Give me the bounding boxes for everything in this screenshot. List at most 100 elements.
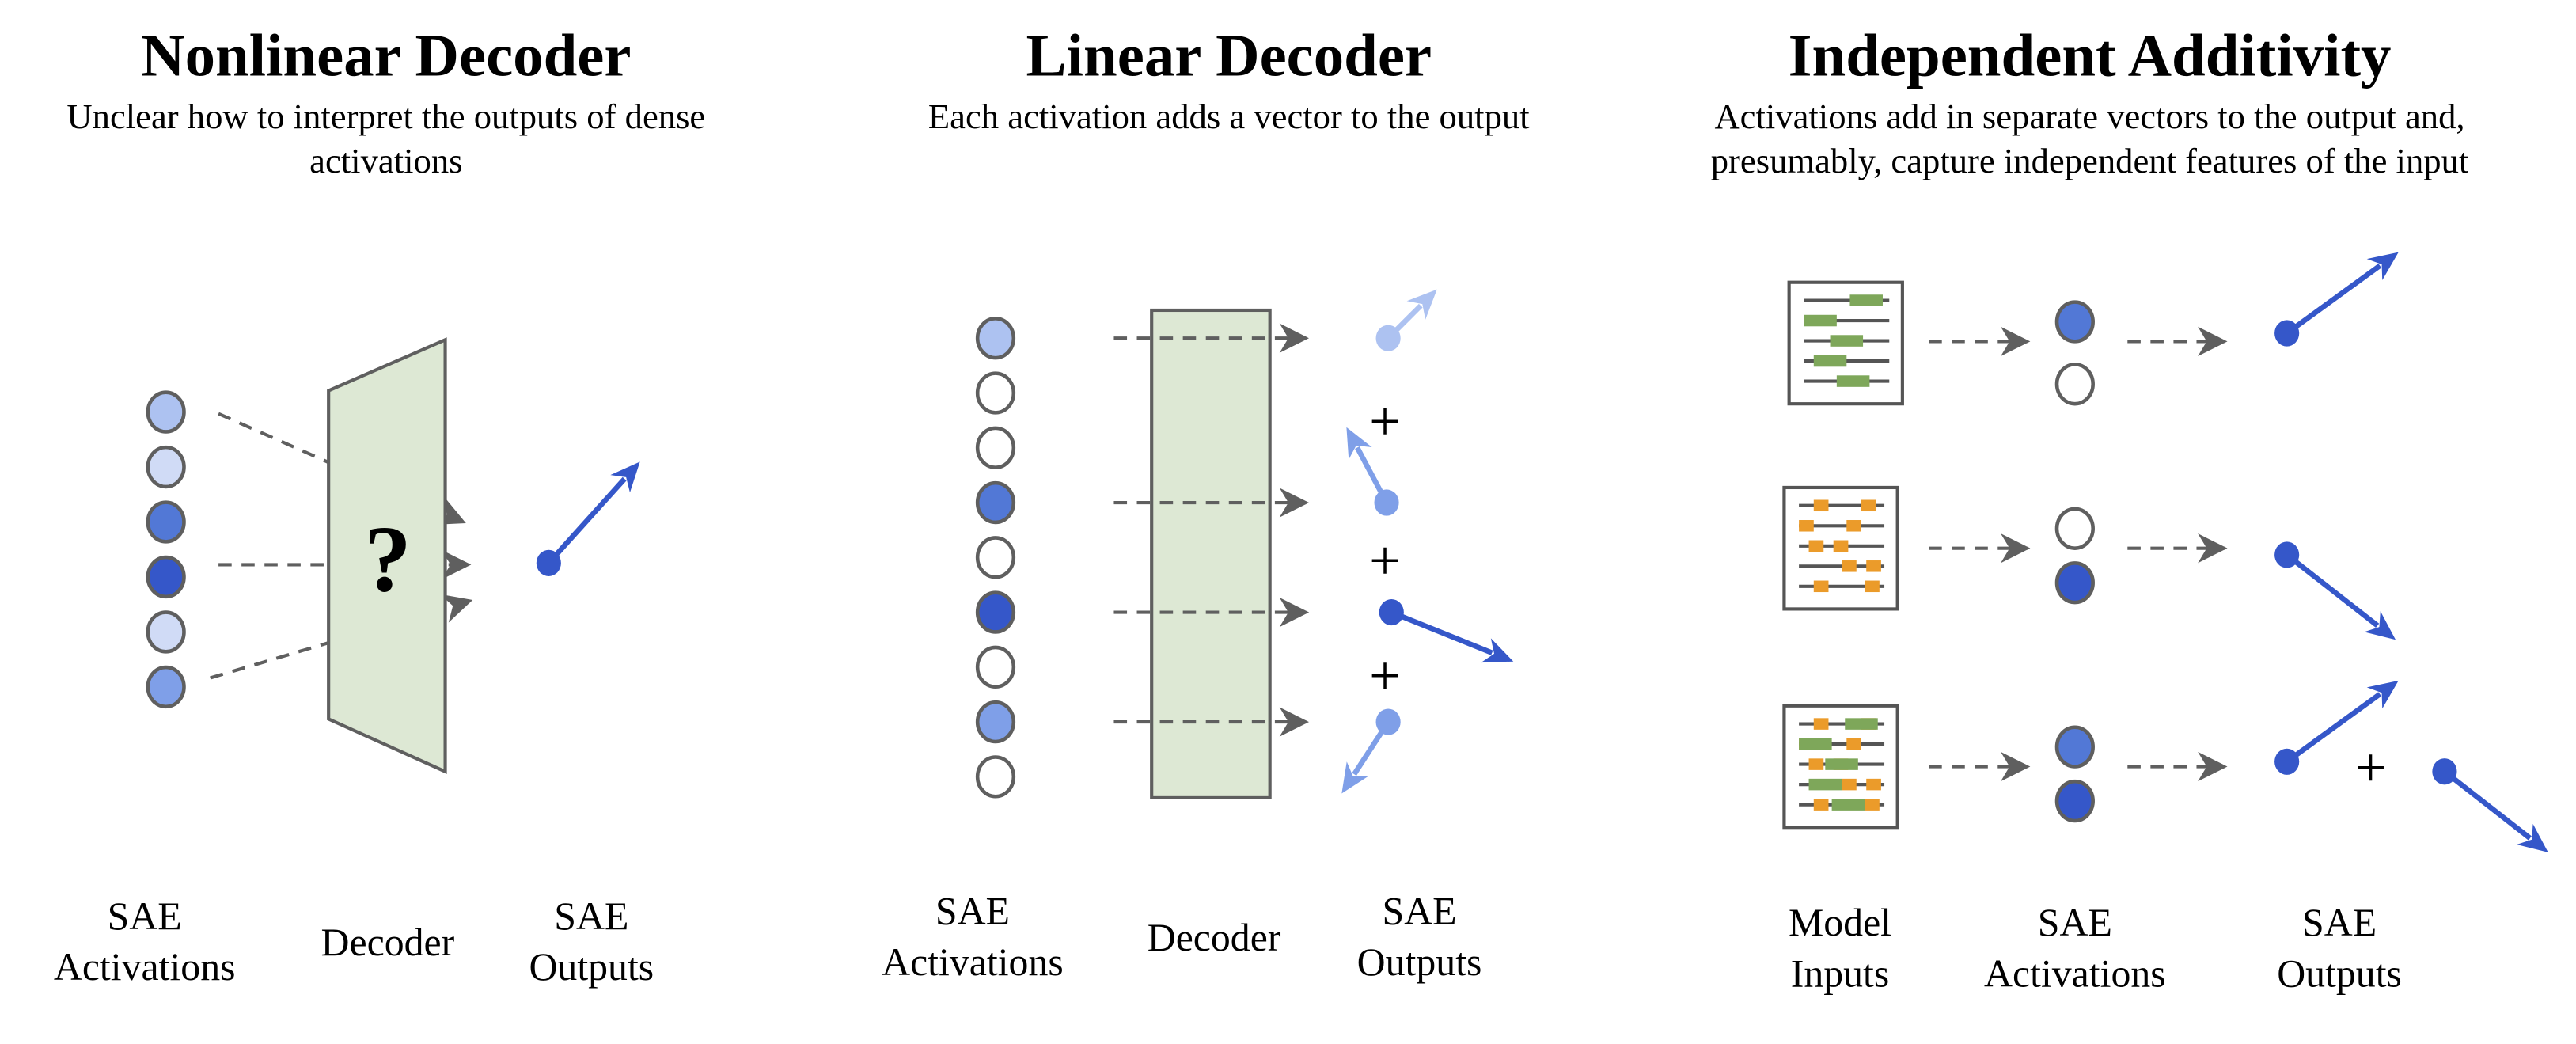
feature-highlight-green (1825, 758, 1858, 770)
feature-highlight-orange (1866, 560, 1881, 572)
panel-nonlinear-decoder: Nonlinear Decoder Unclear how to interpr… (54, 21, 705, 989)
label-model-inputs: Inputs (1791, 951, 1890, 995)
feature-highlight-green (1804, 314, 1837, 327)
feature-highlight-orange (1808, 758, 1824, 770)
feature-highlight-orange (1865, 799, 1880, 811)
feature-highlight-green (1830, 335, 1864, 347)
panel-linear-decoder: Linear Decoder Each activation adds a ve… (882, 21, 1530, 983)
activation-column (975, 317, 1016, 799)
feature-highlight-orange (1842, 778, 1857, 791)
decoder-nonlinear-shape (327, 337, 447, 774)
label-sae-outputs: SAE (1383, 890, 1457, 933)
label-sae-activations: SAE (935, 890, 1010, 933)
activation-node-faint (146, 610, 186, 654)
output-vector (1379, 598, 1514, 663)
arrowhead-icon (610, 461, 640, 493)
label-sae-activations: SAE (2038, 901, 2112, 944)
document-input-icon (1787, 280, 1904, 406)
output-vector (1341, 708, 1401, 794)
column-labels: Model Inputs SAE Activations SAE Outputs (1789, 901, 2402, 995)
vector-origin-dot (1379, 598, 1404, 626)
example-row: + (1782, 680, 2548, 852)
feature-highlight-orange (1865, 580, 1880, 593)
vector-origin-dot (1375, 325, 1401, 351)
feature-highlight-orange (1833, 540, 1849, 552)
vector-shaft (2285, 692, 2382, 764)
activation-node-none (975, 371, 1016, 415)
label-decoder: Decoder (321, 921, 455, 964)
example-row (1787, 252, 2399, 406)
arrowhead-icon (1341, 761, 1369, 794)
vector-shaft (2285, 552, 2380, 628)
document-input-icon (1782, 704, 1899, 830)
feature-highlight-orange (1813, 499, 1829, 512)
label-sae-outputs: Outputs (1357, 940, 1482, 984)
activation-node-none (975, 426, 1016, 469)
activation-node-none (975, 755, 1016, 799)
activation-node-strong (146, 500, 186, 544)
feature-highlight-green (1845, 718, 1878, 730)
activation-node-medium (975, 700, 1016, 744)
output-vector (1375, 289, 1437, 351)
vector-origin-dot (2274, 541, 2300, 568)
output-vector (1346, 427, 1399, 516)
activation-node-max (2054, 561, 2095, 605)
output-vector (2432, 758, 2548, 852)
arrowhead-icon (2364, 611, 2396, 640)
vector-shaft (546, 476, 627, 565)
panel-subtitle-line: presumably, capture independent features… (1711, 141, 2469, 180)
label-sae-outputs: SAE (554, 894, 628, 938)
activation-node-strong (975, 480, 1016, 525)
panel-subtitle-line: Unclear how to interpret the outputs of … (66, 97, 705, 136)
plus-icon: + (2355, 737, 2387, 799)
label-sae-outputs: Outputs (529, 945, 654, 989)
example-row (1782, 485, 2396, 640)
arrowhead-icon (1406, 289, 1437, 320)
activation-node-none (975, 645, 1016, 689)
feature-highlight-green (1808, 778, 1842, 791)
label-sae-activations: Activations (1984, 951, 2166, 995)
feature-highlight-orange (1846, 520, 1861, 532)
activation-node-faint (146, 445, 186, 489)
output-vector (2274, 252, 2399, 347)
activation-node-max (146, 555, 186, 599)
feature-highlight-orange (1866, 778, 1881, 791)
document-frame (1782, 485, 1899, 611)
vector-shaft (2442, 769, 2532, 841)
label-sae-outputs: Outputs (2277, 951, 2402, 995)
arrowhead-icon (1346, 427, 1372, 460)
activation-node-strong (2054, 300, 2095, 344)
feature-highlight-orange (1813, 799, 1829, 811)
output-vector-group (536, 461, 640, 576)
label-model-inputs: Model (1789, 901, 1891, 944)
column-labels: SAE Activations Decoder SAE Outputs (882, 890, 1481, 984)
plus-icon: + (1369, 530, 1401, 592)
vector-origin-dot (2274, 748, 2300, 775)
panel-title: Independent Additivity (1789, 21, 2392, 89)
vector-shaft (2285, 263, 2382, 336)
feature-highlight-orange (1846, 738, 1861, 750)
label-sae-activations: Activations (882, 940, 1064, 984)
plus-signs: + + + (1369, 391, 1401, 707)
activation-node-max (2054, 779, 2095, 823)
feature-highlight-green (1849, 294, 1883, 306)
vector-origin-dot (536, 549, 561, 576)
activation-node-light (975, 317, 1016, 360)
panel-independent-additivity: Independent Additivity Activations add i… (1711, 21, 2548, 995)
activation-node-none (2054, 507, 2095, 550)
activation-node-none (2054, 363, 2095, 406)
plus-icon: + (1369, 391, 1401, 453)
decoder-linear-shape (1150, 308, 1272, 799)
output-vector (536, 461, 640, 576)
arrowhead-icon (2366, 680, 2399, 709)
arrowhead-icon (1481, 638, 1514, 663)
vector-origin-dot (1375, 708, 1401, 735)
feature-highlight-orange (1813, 718, 1829, 730)
panel-subtitle-line: Activations add in separate vectors to t… (1714, 97, 2464, 136)
plus-icon: + (1369, 645, 1401, 707)
feature-highlight-orange (1813, 580, 1829, 593)
feature-highlight-orange (1861, 499, 1876, 512)
label-sae-outputs: SAE (2302, 901, 2377, 944)
panel-title: Nonlinear Decoder (141, 21, 631, 89)
